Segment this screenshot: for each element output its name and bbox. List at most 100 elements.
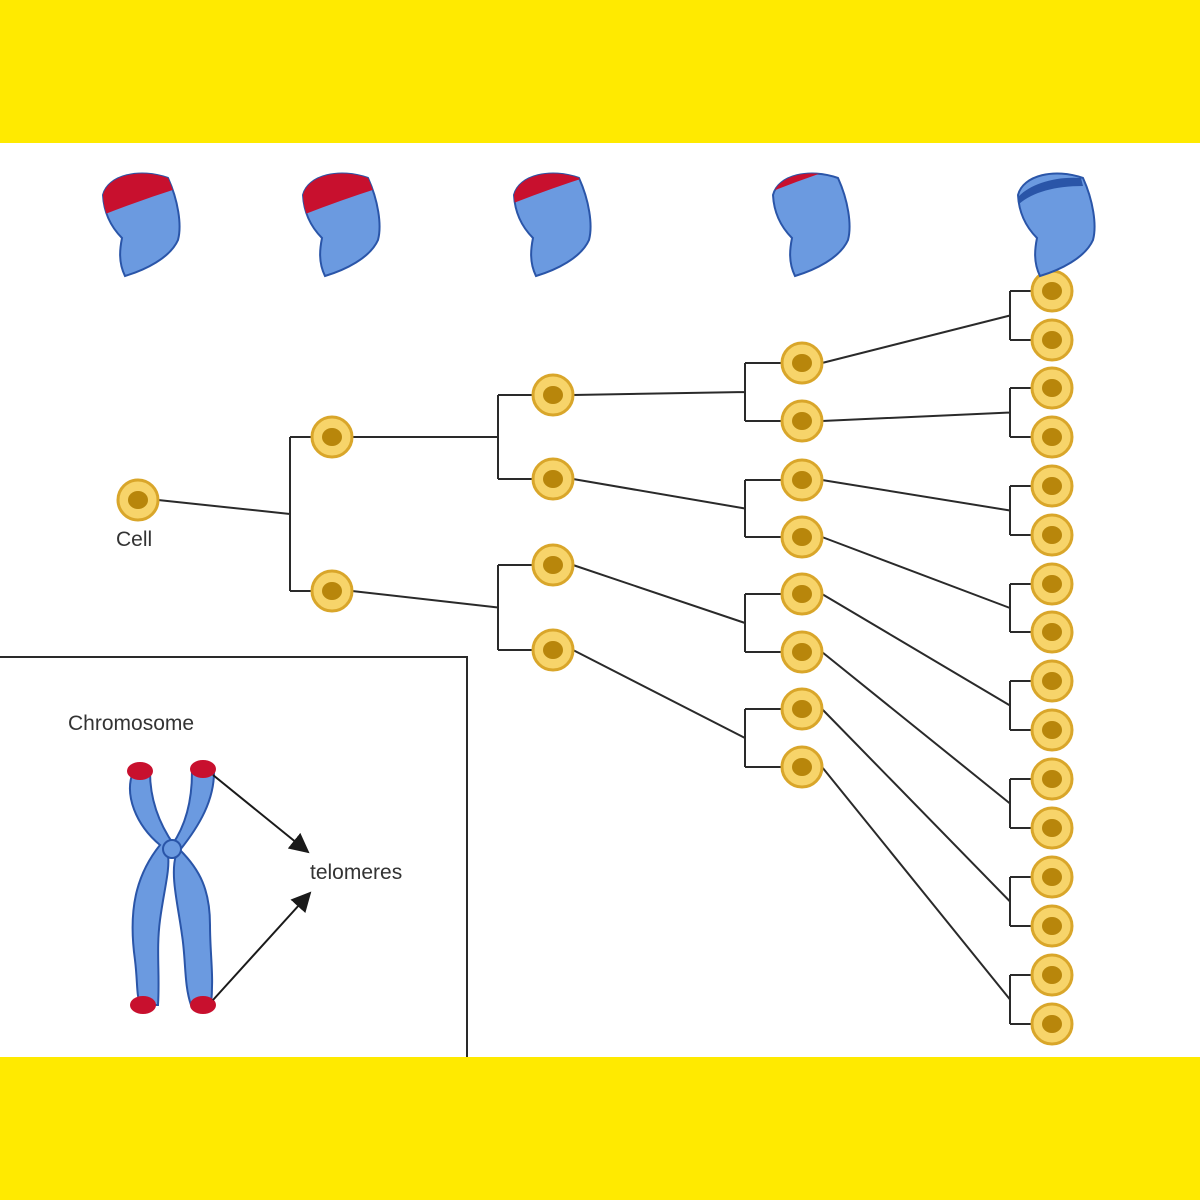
chromosome-end-icon — [771, 172, 851, 278]
cell-icon — [116, 478, 160, 522]
chromosome-end-icon — [512, 172, 592, 278]
cell-nucleus — [792, 528, 812, 546]
cell-nucleus — [1042, 477, 1062, 495]
cell-nucleus — [792, 412, 812, 430]
division-branch — [157, 436, 312, 592]
cell-icon — [310, 415, 354, 459]
telomere-shortening-row — [101, 172, 1096, 278]
cell-nucleus — [543, 641, 563, 659]
chromosome-arm — [1016, 172, 1096, 278]
chromatid-left — [129, 771, 176, 1006]
cell-nucleus — [792, 700, 812, 718]
cell-icon — [780, 399, 824, 443]
centromere — [162, 839, 182, 859]
cell-icon — [531, 457, 575, 501]
cell-nucleus — [792, 471, 812, 489]
cell-icon — [1030, 513, 1074, 557]
x-chromosome-icon — [127, 760, 216, 1014]
telomere-top-right — [190, 760, 216, 778]
cell-icon — [1030, 659, 1074, 703]
cell-nucleus — [1042, 672, 1062, 690]
top-banner — [0, 0, 1200, 143]
cell-icon — [780, 572, 824, 616]
division-lines — [157, 290, 1032, 1025]
cell-icon — [1030, 1002, 1074, 1046]
telomere-cap — [514, 173, 591, 206]
cells — [116, 269, 1074, 1046]
division-branch — [572, 362, 782, 422]
cell-nucleus — [792, 354, 812, 372]
division-branch — [821, 766, 1032, 1025]
cell-nucleus — [792, 585, 812, 603]
division-branch — [821, 708, 1032, 927]
cell-icon — [1030, 806, 1074, 850]
arrow-to-top-telomere — [212, 774, 310, 854]
cell-icon — [1030, 269, 1074, 313]
cell-nucleus — [322, 582, 342, 600]
telomere-top-left — [127, 762, 153, 780]
division-branch — [821, 593, 1032, 731]
cell-icon — [780, 687, 824, 731]
cell-nucleus — [1042, 526, 1062, 544]
cell-nucleus — [1042, 770, 1062, 788]
cell-nucleus — [128, 491, 148, 509]
cell-nucleus — [543, 556, 563, 574]
cell-nucleus — [1042, 428, 1062, 446]
cell-nucleus — [1042, 379, 1062, 397]
bottom-banner — [0, 1057, 1200, 1200]
division-branch — [572, 564, 782, 653]
division-branch — [821, 536, 1032, 633]
cell-nucleus — [1042, 819, 1062, 837]
cell-nucleus — [1042, 331, 1062, 349]
cell-icon — [310, 569, 354, 613]
cell-nucleus — [1042, 917, 1062, 935]
cell-nucleus — [1042, 868, 1062, 886]
chromatid-right — [170, 771, 216, 1006]
cell-icon — [780, 515, 824, 559]
cell-nucleus — [543, 470, 563, 488]
cell-icon — [1030, 904, 1074, 948]
cell-icon — [1030, 366, 1074, 410]
cell-icon — [531, 543, 575, 587]
cell-nucleus — [1042, 721, 1062, 739]
arrow-to-bottom-telomere — [212, 891, 312, 1001]
division-branch — [821, 290, 1032, 364]
cell-icon — [1030, 855, 1074, 899]
cell-nucleus — [792, 758, 812, 776]
chromosome-end-icon — [1016, 172, 1096, 278]
telomere-bottom-right — [190, 996, 216, 1014]
division-branch — [821, 651, 1032, 829]
telomeres-label: telomeres — [310, 861, 402, 884]
division-branch — [351, 564, 533, 651]
cell-nucleus — [543, 386, 563, 404]
cell-nucleus — [1042, 282, 1062, 300]
cell-icon — [1030, 953, 1074, 997]
chromosome-end-icon — [301, 172, 381, 278]
cell-icon — [1030, 562, 1074, 606]
chromosome-label: Chromosome — [68, 712, 194, 735]
division-branch — [352, 394, 533, 480]
cell-icon — [531, 373, 575, 417]
bare-chromosome-end — [1019, 177, 1083, 204]
cell-icon — [1030, 757, 1074, 801]
cell-icon — [780, 458, 824, 502]
cell-icon — [1030, 464, 1074, 508]
cell-nucleus — [792, 643, 812, 661]
cell-icon — [780, 630, 824, 674]
cell-icon — [1030, 708, 1074, 752]
cell-icon — [1030, 318, 1074, 362]
division-branch — [821, 387, 1032, 438]
cell-icon — [1030, 610, 1074, 654]
chromosome-arm — [771, 172, 851, 278]
cell-nucleus — [322, 428, 342, 446]
cell-icon — [780, 341, 824, 385]
division-branch — [572, 649, 782, 768]
division-branch — [572, 478, 782, 538]
cell-nucleus — [1042, 575, 1062, 593]
cell-icon — [531, 628, 575, 672]
telomere-bottom-left — [130, 996, 156, 1014]
chromosome-end-icon — [101, 172, 181, 278]
inset-border — [0, 656, 468, 1057]
